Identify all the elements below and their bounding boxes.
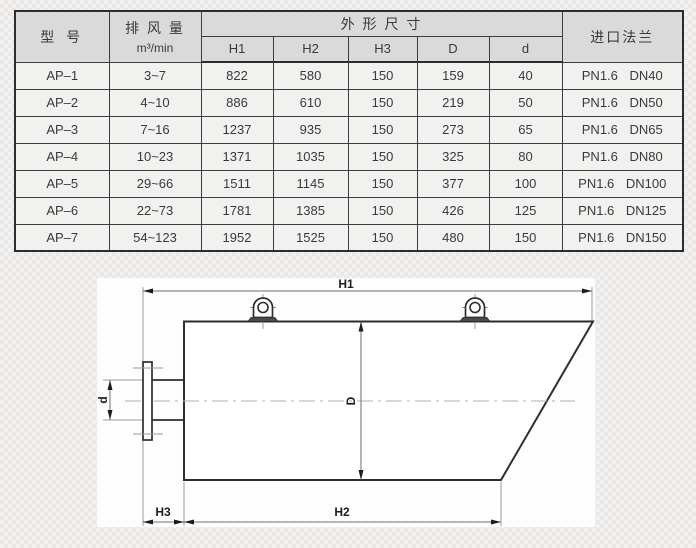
- h2-cell: 935: [272, 115, 349, 144]
- airflow-cell: 29~66: [108, 169, 202, 198]
- h2-cell: 1145: [272, 169, 349, 198]
- h1-cell: 1952: [200, 223, 274, 252]
- h1-cell: 886: [200, 88, 274, 117]
- arrowhead-down: [358, 470, 364, 480]
- inlet-flange: [142, 361, 153, 441]
- h3-cell: 150: [347, 115, 418, 144]
- flange-cell: PN1.6 DN50: [561, 88, 684, 117]
- model-cell: AP–2: [14, 88, 110, 117]
- flange-cell: PN1.6 DN100: [561, 169, 684, 198]
- flange-cell: PN1.6 DN125: [561, 196, 684, 225]
- d-cell: 50: [488, 88, 563, 117]
- table-row: AP–6 22~73 1781 1385 150 426 125 PN1.6 D…: [14, 196, 684, 225]
- airflow-cell: 10~23: [108, 142, 202, 171]
- d-cell: 65: [488, 115, 563, 144]
- D-cell: 480: [416, 223, 490, 252]
- h2-cell: 580: [272, 61, 349, 90]
- h3-cell: 150: [347, 169, 418, 198]
- col-header-h2: H2: [272, 35, 349, 63]
- arrowhead-right: [491, 519, 501, 525]
- flange-cell: PN1.6 DN150: [561, 223, 684, 252]
- D-cell: 273: [416, 115, 490, 144]
- h1-cell: 822: [200, 61, 274, 90]
- D-cell: 159: [416, 61, 490, 90]
- d-cell: 125: [488, 196, 563, 225]
- airflow-cell: 3~7: [108, 61, 202, 90]
- arrowhead-up: [107, 380, 113, 390]
- h3-cell: 150: [347, 88, 418, 117]
- col-header-d: d: [488, 35, 563, 63]
- h2-cell: 610: [272, 88, 349, 117]
- h2-cell: 1035: [272, 142, 349, 171]
- model-cell: AP–7: [14, 223, 110, 252]
- table-row: AP–3 7~16 1237 935 150 273 65 PN1.6 DN65: [14, 115, 684, 144]
- h1-cell: 1781: [200, 196, 274, 225]
- h1-cell: 1371: [200, 142, 274, 171]
- arrowhead-left: [143, 519, 153, 525]
- D-cell: 219: [416, 88, 490, 117]
- flange-cell: PN1.6 DN80: [561, 142, 684, 171]
- h1-label: H1: [338, 278, 354, 291]
- h3-cell: 150: [347, 223, 418, 252]
- flange-cell: PN1.6 DN65: [561, 115, 684, 144]
- dimension-drawing-panel: H1: [96, 277, 595, 527]
- col-header-h1: H1: [200, 35, 274, 63]
- col-header-h3: H3: [347, 35, 418, 63]
- table-row: AP–5 29~66 1511 1145 150 377 100 PN1.6 D…: [14, 169, 684, 198]
- arrowhead-right: [174, 519, 184, 525]
- airflow-cell: 22~73: [108, 196, 202, 225]
- d-cell: 40: [488, 61, 563, 90]
- airflow-title: 排 风 量: [125, 20, 185, 37]
- lug2-base-pad: [459, 317, 491, 322]
- lug1-base-pad: [247, 317, 279, 322]
- d-cell: 100: [488, 169, 563, 198]
- h3-label: H3: [155, 505, 171, 519]
- model-cell: AP–3: [14, 115, 110, 144]
- col-header-dimensions: 外 形 尺 寸: [200, 10, 563, 37]
- col-header-airflow: 排 风 量 m³/min: [108, 10, 202, 63]
- arrowhead-left: [143, 288, 153, 294]
- flange-cell: PN1.6 DN40: [561, 61, 684, 90]
- lug1-hole: [257, 301, 269, 314]
- arrowhead-right: [582, 288, 592, 294]
- arrowhead-left: [184, 519, 194, 525]
- model-cell: AP–1: [14, 61, 110, 90]
- airflow-cell: 4~10: [108, 88, 202, 117]
- D-label: D: [344, 396, 358, 405]
- lug2-hole: [469, 301, 481, 314]
- h1-cell: 1511: [200, 169, 274, 198]
- D-cell: 426: [416, 196, 490, 225]
- h2-cell: 1525: [272, 223, 349, 252]
- h2-cell: 1385: [272, 196, 349, 225]
- model-cell: AP–5: [14, 169, 110, 198]
- spec-table: 型 号 排 风 量 m³/min 外 形 尺 寸 进口法兰 H1 H2 H3 D…: [14, 10, 685, 252]
- col-header-D: D: [416, 35, 490, 63]
- arrowhead-down: [107, 410, 113, 420]
- silencer-dimension-diagram: H1: [96, 277, 595, 526]
- table-row: AP–7 54~123 1952 1525 150 480 150 PN1.6 …: [14, 223, 684, 252]
- airflow-cell: 7~16: [108, 115, 202, 144]
- d-cell: 150: [488, 223, 563, 252]
- airflow-cell: 54~123: [108, 223, 202, 252]
- col-header-inlet-flange: 进口法兰: [561, 10, 684, 63]
- h3-cell: 150: [347, 142, 418, 171]
- d-label: d: [97, 396, 110, 403]
- model-cell: AP–4: [14, 142, 110, 171]
- h2-label: H2: [334, 505, 350, 519]
- airflow-unit: m³/min: [136, 41, 174, 56]
- h3-cell: 150: [347, 61, 418, 90]
- table-row: AP–1 3~7 822 580 150 159 40 PN1.6 DN40: [14, 61, 684, 90]
- h1-cell: 1237: [200, 115, 274, 144]
- model-cell: AP–6: [14, 196, 110, 225]
- arrowhead-up: [358, 321, 364, 332]
- table-row: AP–2 4~10 886 610 150 219 50 PN1.6 DN50: [14, 88, 684, 117]
- D-cell: 325: [416, 142, 490, 171]
- h3-cell: 150: [347, 196, 418, 225]
- col-header-model: 型 号: [14, 10, 110, 63]
- D-cell: 377: [416, 169, 490, 198]
- d-cell: 80: [488, 142, 563, 171]
- table-row: AP–4 10~23 1371 1035 150 325 80 PN1.6 DN…: [14, 142, 684, 171]
